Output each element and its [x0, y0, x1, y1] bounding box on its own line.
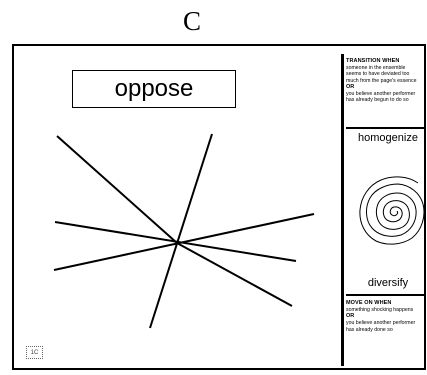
score-line — [54, 221, 297, 262]
move-on-or: OR — [346, 313, 355, 320]
transition-text-line: you believe another performer — [346, 91, 416, 98]
score-frame: oppose 1C TRANSITION WHEN someone in the… — [12, 44, 426, 370]
score-line — [56, 135, 178, 244]
score-title-box: oppose — [72, 70, 236, 108]
score-line — [53, 213, 315, 271]
transition-heading: TRANSITION WHEN — [346, 58, 400, 64]
page-heading: C — [182, 6, 201, 36]
move-on-text-line: has already done so — [346, 326, 393, 333]
spiral-icon — [359, 176, 424, 245]
score-line — [176, 242, 293, 307]
move-on-text-line: something shocking happens — [346, 307, 414, 313]
spiral-path — [359, 176, 424, 245]
score-title: oppose — [114, 75, 194, 102]
transition-text-line: someone in the ensemble — [346, 65, 406, 71]
score-line — [149, 133, 213, 329]
transition-text-line: seems to have deviated too — [346, 71, 410, 78]
transition-text-line: much from the page's essence — [346, 77, 417, 84]
move-on-instructions: MOVE ON WHEN something shocking happens … — [346, 300, 415, 333]
page-tag: 1C — [26, 346, 43, 359]
diversify-label: diversify — [367, 277, 409, 289]
panel-divider — [346, 127, 424, 129]
side-panel: TRANSITION WHEN someone in the ensemble … — [346, 54, 424, 366]
homogenize-label: homogenize — [358, 132, 418, 144]
transition-text-line: has already begun to do so — [346, 97, 409, 104]
side-panel-rule — [341, 54, 344, 366]
transition-instructions: TRANSITION WHEN someone in the ensemble … — [346, 58, 416, 104]
panel-divider — [346, 294, 424, 296]
transition-or: OR — [346, 84, 355, 91]
move-on-heading: MOVE ON WHEN — [346, 300, 392, 306]
intersecting-lines-graphic — [53, 133, 315, 329]
move-on-text-line: you believe another performer — [346, 320, 416, 327]
